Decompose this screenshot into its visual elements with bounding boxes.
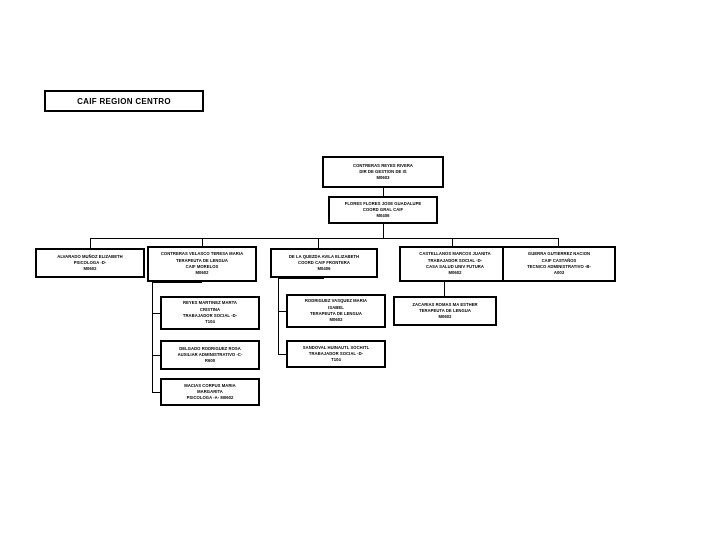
- node-l3-guerra-line-2: CAIF CASTAÑOS: [541, 257, 577, 263]
- node-l3-alvarado-line-1: ALVARADO MUÑOZ ELIZABETH: [57, 253, 123, 259]
- node-l4-delgado-line-1: DELGADO RODRIGUEZ ROSA: [179, 345, 241, 351]
- node-l4-rodriguez-line-1: RODRIGUEZ VASQUEZ MARIA: [304, 298, 368, 304]
- connector-col1-stub-2: [152, 355, 160, 356]
- node-l4-reyes[interactable]: REYES MARTINEZ MARTA CRISTINA TRABAJADOR…: [160, 296, 260, 330]
- node-l3-contreras[interactable]: CONTRERAS VELASCO TERESA MARIA TERAPEUTA…: [147, 246, 257, 282]
- node-l3-guerra[interactable]: GUERRA GUTIERREZ NACION CAIF CASTAÑOS TE…: [502, 246, 616, 282]
- connector-col3-drop: [444, 282, 445, 296]
- node-coordinator-line-3: M0406: [376, 213, 390, 219]
- node-root-line-3: M0603: [376, 175, 390, 181]
- node-l3-castellanos-line-4: M0602: [448, 270, 462, 276]
- node-root-line-1: CONTRERAS REYES RIVERA: [353, 162, 413, 168]
- connector-col2-stub-1: [278, 311, 286, 312]
- connector-bus-to-node-l3-1: [90, 238, 91, 248]
- node-l4-delgado-line-3: R600: [204, 358, 216, 364]
- chart-title-box: CAIF REGION CENTRO: [44, 90, 204, 112]
- node-l4-sandoval[interactable]: SANDOVAL HUINAUTL XOCHITL TRABAJADOR SOC…: [286, 340, 386, 368]
- node-l3-alvarado-line-2: PSICOLOGA -D-: [73, 259, 107, 265]
- connector-col1-stub-3: [152, 392, 160, 393]
- node-l4-reyes-line-1: REYES MARTINEZ MARTA: [183, 300, 237, 306]
- node-root-line-2: DIR DE GESTION DE IS: [359, 168, 407, 174]
- connector-col2-stub-2: [278, 354, 286, 355]
- connector-bus-to-node-l3-2: [202, 238, 203, 246]
- node-l3-castellanos-line-1: CASTELLANOS MARCOS JUANITA: [419, 251, 491, 257]
- connector-col1-stub-1: [152, 313, 160, 314]
- chart-title-label: CAIF REGION CENTRO: [77, 96, 171, 106]
- node-l4-sandoval-line-3: T104: [331, 357, 341, 363]
- node-l4-reyes-line-4: T104: [205, 319, 215, 325]
- node-l4-zacarias[interactable]: ZACARIAS ROMAS MA ESTHER TERAPEUTA DE LE…: [393, 296, 497, 326]
- node-l4-rodriguez-line-4: M0602: [329, 317, 343, 323]
- node-l3-alvarado-line-3: M0602: [83, 266, 97, 272]
- node-l3-delaquezda-line-1: DE LA QUEZDA AVILA ELIZABETH: [288, 253, 360, 259]
- node-l3-guerra-line-4: A003: [553, 270, 565, 276]
- node-l3-guerra-line-3: TECNICO ADMINISTRATIVO -B-: [527, 264, 591, 269]
- connector-bus-to-node-l3-3: [318, 238, 319, 248]
- connector-bus-to-node-l3-4: [452, 238, 453, 246]
- node-l4-delgado[interactable]: DELGADO RODRIGUEZ ROSA AUXILIAR ADMINIST…: [160, 340, 260, 370]
- node-l4-sandoval-line-2: TRABAJADOR SOCIAL -D-: [308, 350, 364, 356]
- node-l3-contreras-line-1: CONTRERAS VELASCO TERESA MARIA: [160, 251, 244, 257]
- node-l3-alvarado[interactable]: ALVARADO MUÑOZ ELIZABETH PSICOLOGA -D- M…: [35, 248, 145, 278]
- node-l3-castellanos[interactable]: CASTELLANOS MARCOS JUANITA TRABAJADOR SO…: [399, 246, 511, 282]
- node-l3-delaquezda-line-3: M0406: [317, 266, 331, 272]
- node-l4-macias-line-3: PSICOLOGA -A- M0602: [186, 395, 234, 401]
- node-l4-sandoval-line-1: SANDOVAL HUINAUTL XOCHITL: [302, 344, 370, 350]
- node-coordinator[interactable]: FLORES FLORES JOSE GUADALUPE COORD GRAL …: [328, 196, 438, 224]
- connector-col1-top: [152, 282, 202, 283]
- node-l3-delaquezda[interactable]: DE LA QUEZDA AVILA ELIZABETH COORD CAIF …: [270, 248, 378, 278]
- node-l3-contreras-line-2: TERAPEUTA DE LENGUA: [176, 257, 228, 263]
- node-l4-delgado-line-2: AUXILIAR ADMINISTRATIVO -C-: [177, 351, 243, 357]
- node-root[interactable]: CONTRERAS REYES RIVERA DIR DE GESTION DE…: [322, 156, 444, 188]
- node-l3-castellanos-line-3: CASA SALUD UNIV FUTURA: [426, 264, 484, 269]
- node-l4-macias-line-1: MACIAS CORPUS MARIA: [184, 382, 236, 388]
- node-l4-zacarias-line-1: ZACARIAS ROMAS MA ESTHER: [412, 301, 478, 307]
- connector-bus-to-node-l3-5: [558, 238, 559, 246]
- connector-root-to-coordinator: [383, 188, 384, 196]
- node-l3-castellanos-line-2: TRABAJADOR SOCIAL -D-: [427, 257, 483, 263]
- node-l3-guerra-line-1: GUERRA GUTIERREZ NACION: [527, 251, 591, 257]
- node-l3-delaquezda-line-2: COORD CAIF FRONTERA: [298, 259, 350, 265]
- node-l4-rodriguez[interactable]: RODRIGUEZ VASQUEZ MARIA ISABEL TERAPEUTA…: [286, 294, 386, 328]
- node-l4-rodriguez-line-3: TERAPEUTA DE LENGUA: [310, 311, 362, 316]
- connector-coordinator-drop: [383, 224, 384, 238]
- connector-level3-bus: [90, 238, 558, 239]
- node-l3-contreras-line-3: CAIF MORELOS: [185, 264, 219, 269]
- node-l4-macias-line-2: MARGARITA: [197, 388, 223, 394]
- connector-col1-spine: [152, 282, 153, 392]
- node-l4-zacarias-line-2: TERAPEUTA DE LENGUA: [419, 307, 471, 313]
- node-l4-rodriguez-line-2: ISABEL: [328, 304, 344, 310]
- connector-col2-spine: [278, 278, 279, 354]
- connector-col2-top: [278, 278, 324, 279]
- node-l4-reyes-line-2: CRISTINA: [199, 306, 221, 312]
- node-l4-macias[interactable]: MACIAS CORPUS MARIA MARGARITA PSICOLOGA …: [160, 378, 260, 406]
- node-coordinator-line-1: FLORES FLORES JOSE GUADALUPE: [344, 200, 422, 206]
- node-l3-contreras-line-4: M0602: [195, 270, 209, 276]
- node-l4-reyes-line-3: TRABAJADOR SOCIAL -D-: [182, 313, 238, 318]
- node-coordinator-line-2: COORD GRAL CAIF: [362, 206, 404, 212]
- node-l4-zacarias-line-3: M0602: [438, 314, 452, 320]
